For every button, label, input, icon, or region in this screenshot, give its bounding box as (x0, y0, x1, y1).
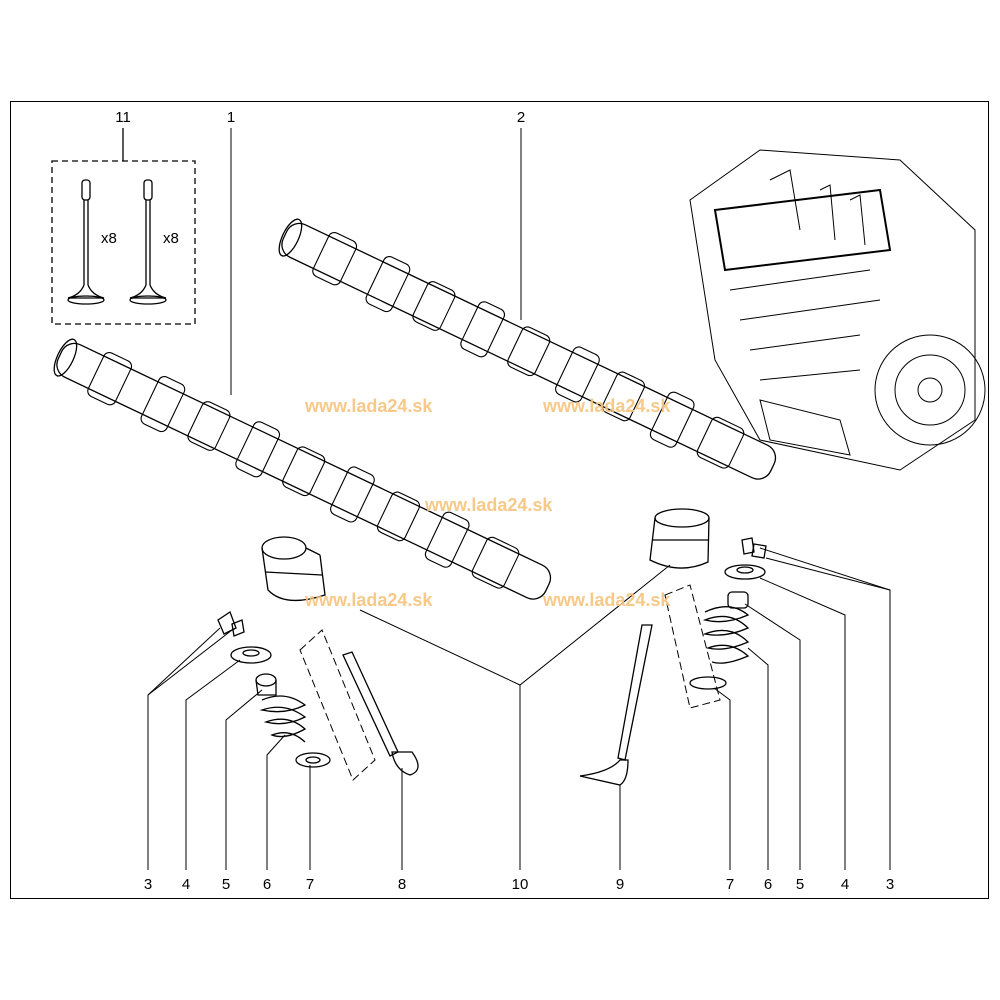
callout-3: 3 (885, 876, 895, 893)
valve-icon (129, 179, 167, 305)
watermark: www.lada24.sk (543, 396, 671, 416)
hydraulic-tappet (261, 536, 326, 602)
callout-6: 6 (262, 876, 272, 893)
valve-right (579, 624, 653, 786)
callout-6: 6 (763, 876, 773, 893)
spring-seat-left (295, 752, 331, 768)
valve-icon (67, 179, 105, 305)
valve-stem-seal-right (727, 591, 749, 609)
valve-collets-right (741, 537, 767, 559)
valve-left (342, 651, 419, 776)
valve-stem-seal-left (255, 673, 277, 696)
callout-3: 3 (143, 876, 153, 893)
callout-2: 2 (516, 109, 526, 126)
spring-retainer-right (724, 564, 766, 580)
watermark: www.lada24.sk (425, 495, 553, 515)
watermark: www.lada24.sk (305, 396, 433, 416)
callout-7: 7 (305, 876, 315, 893)
diagram-frame (10, 101, 989, 899)
watermark: www.lada24.sk (543, 590, 671, 610)
callout-9: 9 (615, 876, 625, 893)
quantity-label: x8 (163, 230, 179, 247)
callout-7: 7 (725, 876, 735, 893)
callout-5: 5 (221, 876, 231, 893)
callout-4: 4 (840, 876, 850, 893)
quantity-label: x8 (101, 230, 117, 247)
callout-1: 1 (226, 109, 236, 126)
valve-spring-left (259, 695, 307, 743)
callout-4: 4 (181, 876, 191, 893)
watermark: www.lada24.sk (305, 590, 433, 610)
leader-lines (147, 547, 891, 870)
callout-11: 11 (115, 109, 131, 126)
engine-illustration (689, 149, 986, 471)
callout-8: 8 (397, 876, 407, 893)
camshaft-intake (278, 218, 777, 480)
hydraulic-tappet (649, 508, 710, 569)
callout-5: 5 (795, 876, 805, 893)
valve-collets-left (217, 611, 245, 637)
camshaft-exhaust (53, 338, 552, 600)
spring-retainer-left (230, 646, 272, 664)
valve-spring-right (702, 606, 750, 664)
spring-seat-right (689, 676, 727, 690)
callout-10: 10 (511, 876, 529, 893)
